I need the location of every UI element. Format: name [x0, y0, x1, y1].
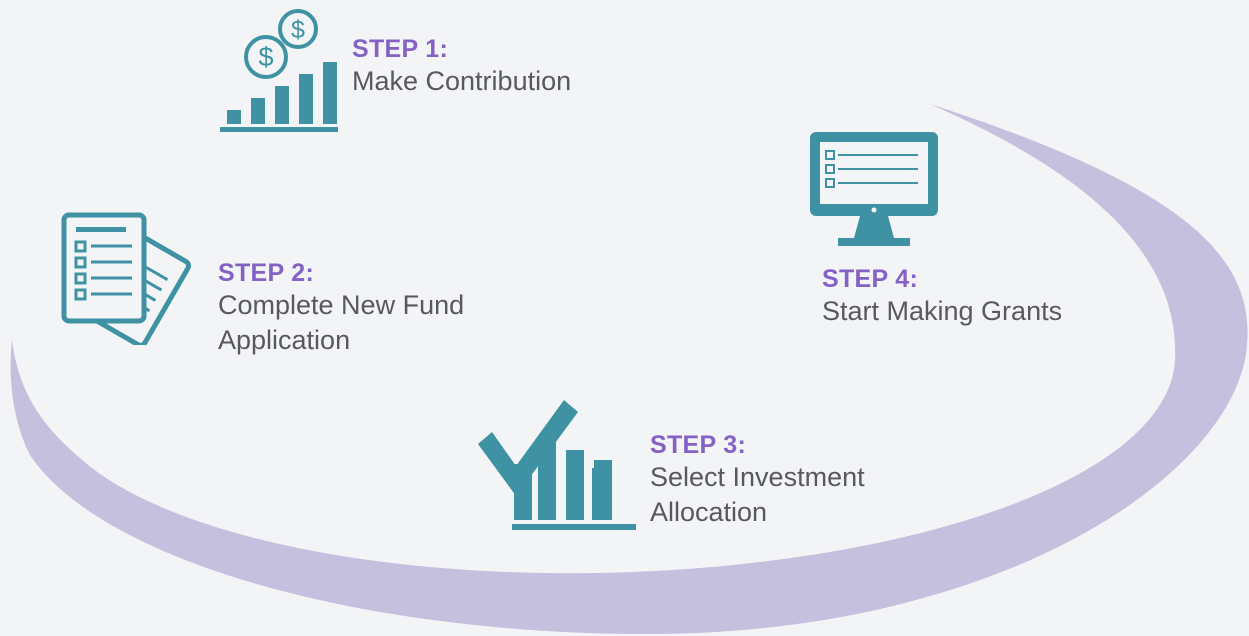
computer-monitor-icon [808, 130, 943, 248]
step-3-title: STEP 3: [650, 431, 747, 459]
step-4-title: STEP 4: [822, 265, 919, 293]
application-documents-icon [58, 210, 198, 345]
svg-text:$: $ [291, 16, 305, 44]
step-1-description: Make Contribution [352, 66, 572, 96]
step-1: STEP 1: Make Contribution [352, 34, 632, 99]
step-1-title: STEP 1: [352, 35, 449, 63]
money-growth-icon: $ $ [220, 6, 340, 134]
svg-text:$: $ [258, 42, 273, 72]
step-2: STEP 2: Complete New Fund Application [218, 258, 528, 358]
step-4: STEP 4: Start Making Grants [822, 264, 1122, 329]
step-3: STEP 3: Select Investment Allocation [650, 430, 940, 530]
step-4-description: Start Making Grants [822, 296, 1063, 326]
step-2-description: Complete New Fund Application [218, 290, 465, 355]
checkmark-chart-icon [478, 400, 638, 540]
step-2-title: STEP 2: [218, 259, 315, 287]
step-3-description: Select Investment Allocation [650, 462, 865, 527]
swoosh-arrow-shape [10, 104, 1248, 635]
